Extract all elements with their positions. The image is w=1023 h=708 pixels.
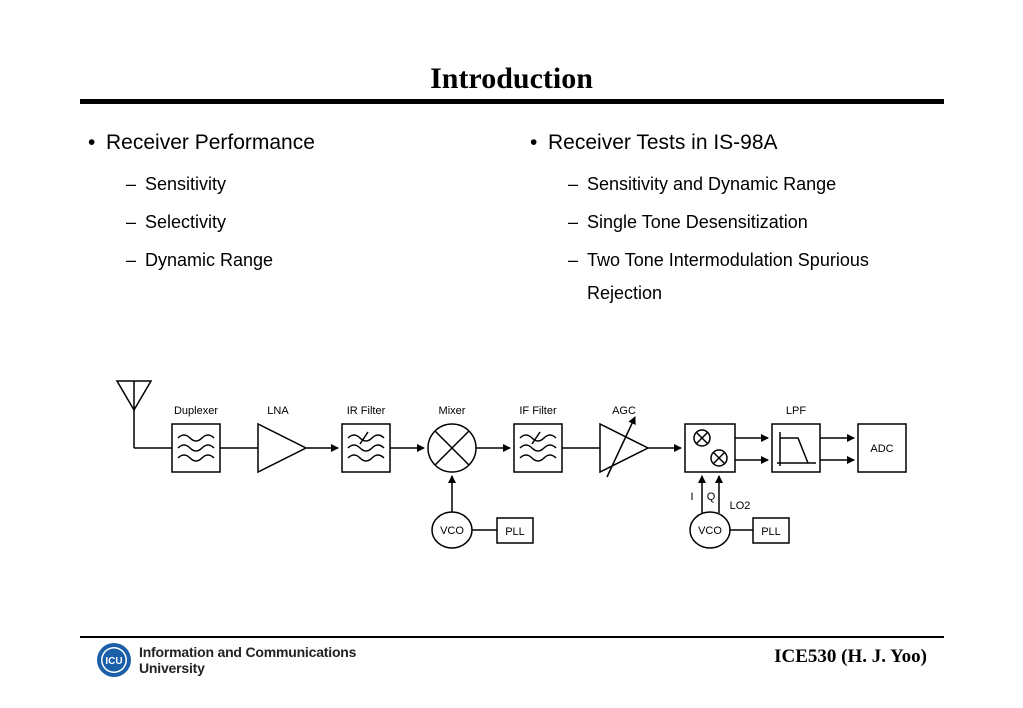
label-mixer: Mixer <box>439 405 466 417</box>
lpf-block <box>771 423 821 473</box>
bullet-dot: • <box>530 131 538 154</box>
title-divider <box>80 99 944 104</box>
pll2-block <box>752 517 790 544</box>
label-ir-filter: IR Filter <box>347 405 386 417</box>
sub-item: –Sensitivity and Dynamic Range <box>530 168 950 201</box>
logo-mark: ICU <box>105 656 122 667</box>
footer-divider <box>80 636 944 638</box>
bullet-receiver-performance: • Receiver Performance <box>88 130 488 156</box>
sub-item-text: Selectivity <box>145 212 227 232</box>
label-vco2: VCO <box>698 525 722 537</box>
label-pll2: PLL <box>761 526 781 538</box>
label-lpf: LPF <box>786 405 806 417</box>
sub-item: –Single Tone Desensitization <box>530 206 950 239</box>
ir-filter-block <box>341 423 391 473</box>
adc-block <box>857 423 907 473</box>
lna-block <box>257 422 308 474</box>
label-vco1: VCO <box>440 525 464 537</box>
course-label: ICE530 (H. J. Yoo) <box>774 646 927 667</box>
sub-item: –Selectivity <box>88 206 488 239</box>
bullet-text: Receiver Tests in IS-98A <box>548 131 778 154</box>
sub-item-text: Sensitivity <box>145 174 227 194</box>
duplexer-block <box>171 423 221 473</box>
sub-item: –Two Tone Intermodulation Spurious Rejec… <box>530 244 950 310</box>
label-i: I <box>690 491 693 503</box>
mixer-block <box>427 423 477 473</box>
label-lo2: LO2 <box>730 500 751 512</box>
university-name-line2: University <box>139 660 205 676</box>
page-title: Introduction <box>430 62 593 95</box>
left-column: • Receiver Performance –Sensitivity –Sele… <box>88 130 488 277</box>
university-name-line1: Information and Communications <box>139 644 357 660</box>
bullet-text: Receiver Performance <box>106 131 315 154</box>
label-pll1: PLL <box>505 526 525 538</box>
label-adc: ADC <box>870 443 893 455</box>
bullet-dot: • <box>88 131 96 154</box>
right-column: • Receiver Tests in IS-98A –Sensitivity a… <box>530 130 950 310</box>
university-name: Information and Communications Universit… <box>139 644 356 676</box>
agc-block <box>599 416 650 478</box>
university-logo: ICU <box>97 643 131 677</box>
label-q: Q <box>707 491 716 503</box>
sub-item-text: Sensitivity and Dynamic Range <box>587 174 837 194</box>
if-filter-block <box>513 423 563 473</box>
label-if-filter: IF Filter <box>519 405 557 417</box>
iq-demodulator-block <box>684 423 736 473</box>
label-lna: LNA <box>267 405 289 417</box>
sub-item-text: Two Tone Intermodulation Spurious Reject… <box>587 250 869 303</box>
pll1-block <box>496 517 534 544</box>
sub-item-text: Dynamic Range <box>145 250 274 270</box>
label-agc: AGC <box>612 405 636 417</box>
sub-item-text: Single Tone Desensitization <box>587 212 808 232</box>
sub-item: –Dynamic Range <box>88 244 488 277</box>
sub-item: –Sensitivity <box>88 168 488 201</box>
antenna-icon <box>115 380 172 449</box>
label-duplexer: Duplexer <box>174 405 218 417</box>
bullet-receiver-tests: • Receiver Tests in IS-98A <box>530 130 950 156</box>
